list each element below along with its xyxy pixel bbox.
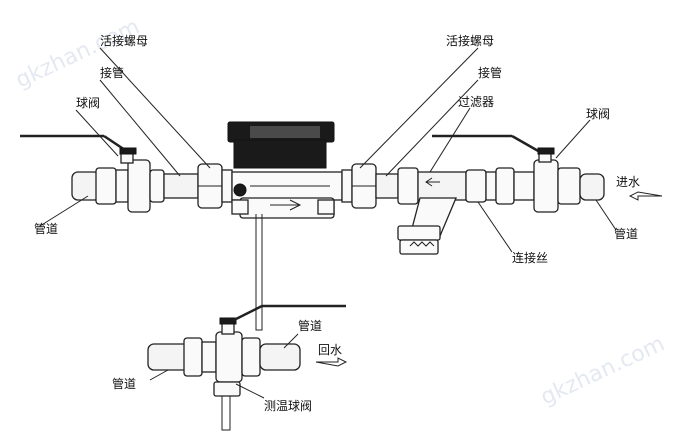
return-pipeline bbox=[147, 304, 346, 431]
label-pipe-right: 管道 bbox=[614, 226, 638, 241]
water-meter bbox=[227, 121, 343, 219]
ball-valve-right bbox=[432, 134, 581, 213]
return-arrow bbox=[315, 357, 348, 367]
label-connecting-thread: 连接丝 bbox=[512, 250, 548, 265]
label-union-nut-left: 活接螺母 bbox=[100, 33, 148, 48]
label-pipe-left: 管道 bbox=[34, 221, 58, 236]
label-filter: 过滤器 bbox=[458, 95, 494, 109]
connector-pipe-left bbox=[163, 173, 199, 199]
capillary-tube bbox=[255, 214, 263, 331]
watermark-top-left: gkzhan.com bbox=[12, 14, 144, 93]
pipe-right-stub bbox=[579, 173, 605, 201]
label-ball-valve-left: 球阀 bbox=[76, 96, 100, 110]
connecting-thread bbox=[465, 169, 497, 203]
ball-valve-left bbox=[20, 134, 165, 213]
label-return-pipe-right: 管道 bbox=[298, 318, 322, 333]
inlet-arrow bbox=[628, 191, 663, 201]
union-nut-left bbox=[197, 163, 233, 209]
filter bbox=[397, 167, 467, 255]
temp-ball-valve-body bbox=[215, 331, 243, 383]
return-pipe-right bbox=[259, 343, 301, 371]
connector-pipe-right bbox=[375, 173, 399, 199]
union-nut-right bbox=[341, 163, 377, 209]
label-connector-right: 接管 bbox=[478, 65, 502, 80]
label-temp-ball-valve: 测温球阀 bbox=[264, 399, 312, 413]
label-return-pipe-left: 管道 bbox=[112, 376, 136, 391]
leader-lines bbox=[39, 47, 617, 399]
label-return-water: 回水 bbox=[318, 343, 342, 357]
label-inlet: 进水 bbox=[616, 175, 640, 189]
label-ball-valve-right: 球阀 bbox=[586, 107, 610, 121]
label-union-nut-right: 活接螺母 bbox=[446, 33, 494, 48]
label-connector-left: 接管 bbox=[100, 65, 124, 80]
main-pipeline bbox=[20, 121, 605, 255]
watermark-bottom-right: gkzhan.com bbox=[537, 331, 669, 410]
